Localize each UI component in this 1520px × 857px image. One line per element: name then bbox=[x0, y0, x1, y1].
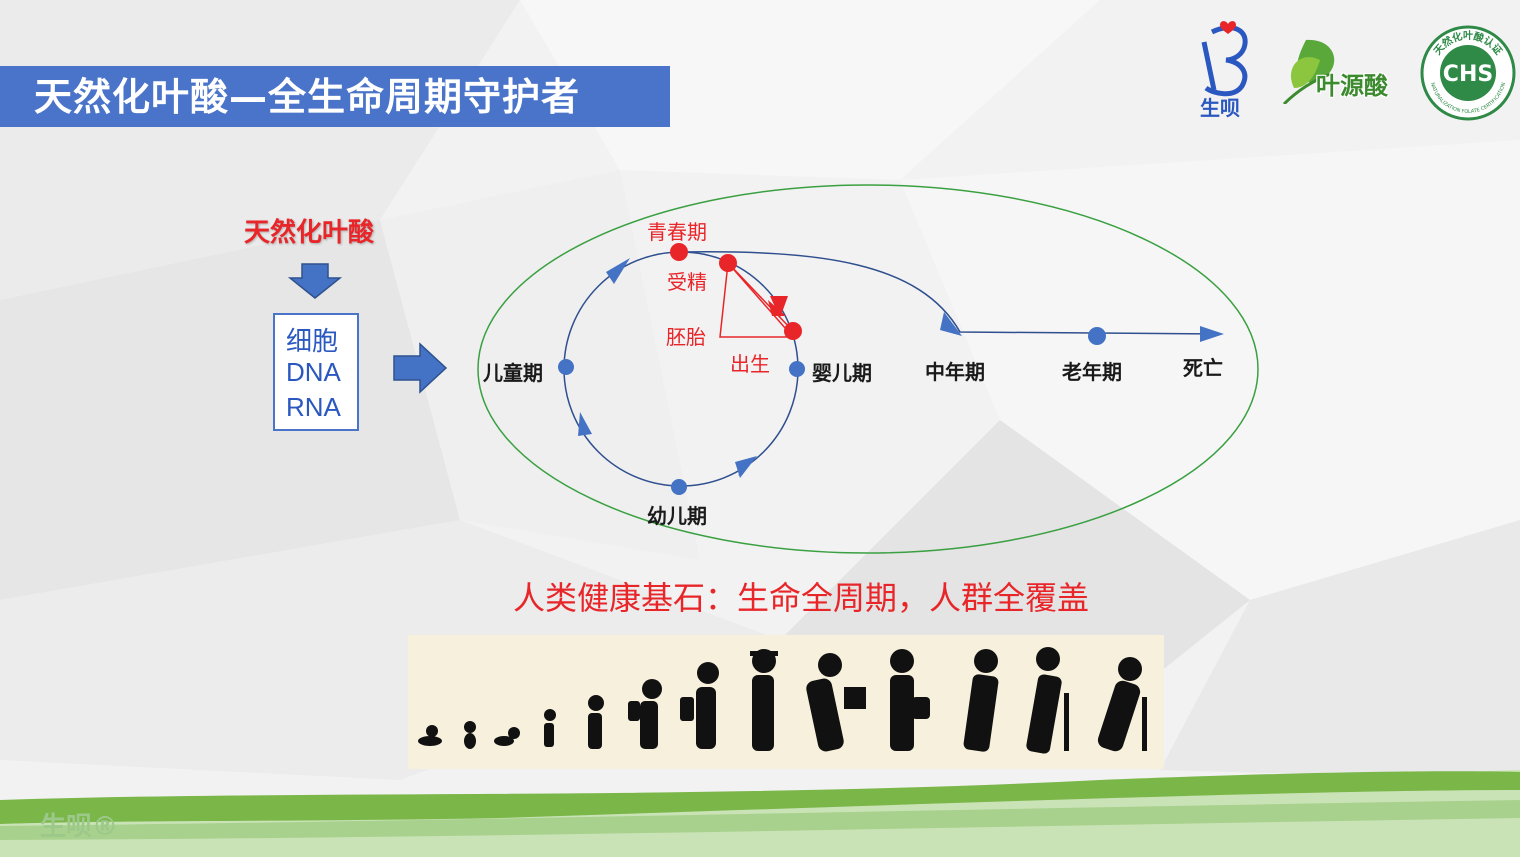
down-arrow-icon bbox=[287, 263, 343, 299]
brand-logo-text: 生呗 bbox=[1200, 96, 1240, 120]
svg-text:CHS: CHS bbox=[1443, 62, 1493, 87]
stage-label-adolescence: 青春期 bbox=[647, 220, 707, 244]
stage-label-middle-age: 中年期 bbox=[925, 360, 985, 384]
source-title: 天然化叶酸 bbox=[244, 218, 375, 248]
right-arrow-icon bbox=[393, 342, 448, 394]
worker-silhouette-icon bbox=[806, 653, 866, 752]
footer-brand: 生呗® bbox=[40, 812, 119, 842]
node-old-age bbox=[1088, 327, 1106, 345]
slogan: 人类健康基石：生命全周期，人群全覆盖 bbox=[513, 579, 1090, 617]
stage-label-old-age: 老年期 bbox=[1062, 360, 1122, 384]
brand-logo bbox=[1201, 21, 1248, 97]
cycle-arrow-left bbox=[578, 412, 592, 436]
newborn-silhouette-icon bbox=[418, 725, 442, 746]
stage-label-childhood: 儿童期 bbox=[483, 361, 543, 385]
dna-line: DNA bbox=[286, 357, 341, 387]
life-stages-silhouette-image bbox=[408, 635, 1164, 769]
page-title: 天然化叶酸—全生命周期守护者 bbox=[34, 75, 581, 119]
rna-line: RNA bbox=[286, 392, 341, 422]
cell-box: 细胞 DNA RNA bbox=[273, 313, 359, 431]
cycle-arrow-bottom-head bbox=[735, 456, 757, 478]
folate-logo-text: 叶源酸 bbox=[1316, 72, 1388, 100]
child-silhouette-icon bbox=[588, 695, 604, 749]
certification-seal-icon: CHS 天然化叶酸认证 NATURALIZATION FOLATE CERTIF… bbox=[1420, 25, 1516, 121]
adult-silhouette-icon bbox=[890, 649, 930, 751]
node-toddler bbox=[671, 479, 687, 495]
aged-silhouette-icon bbox=[1097, 657, 1147, 752]
baby-sitting-silhouette-icon bbox=[464, 721, 476, 749]
folate-logo bbox=[1282, 39, 1335, 104]
cell-line: 细胞 bbox=[286, 326, 339, 356]
baby-crawling-silhouette-icon bbox=[494, 727, 520, 746]
birth-triangle bbox=[719, 261, 795, 338]
node-fertilization bbox=[719, 254, 737, 272]
cycle-arrow-top bbox=[606, 258, 630, 284]
node-infancy bbox=[789, 361, 805, 377]
event-label-fertilization: 受精 bbox=[667, 270, 707, 294]
schoolchild-silhouette-icon bbox=[628, 679, 662, 749]
graduate-silhouette-icon bbox=[750, 649, 778, 751]
event-label-birth: 出生 bbox=[730, 352, 770, 376]
stage-label-infancy: 婴儿期 bbox=[812, 361, 872, 385]
stage-label-death: 死亡 bbox=[1183, 356, 1223, 380]
outer-ellipse bbox=[477, 184, 1259, 554]
toddler-silhouette-icon bbox=[544, 709, 556, 747]
elderly-silhouette-icon bbox=[1026, 647, 1069, 754]
node-childhood bbox=[558, 359, 574, 375]
cycle-exit-path bbox=[680, 251, 1221, 335]
title-bar bbox=[0, 66, 670, 127]
teen-silhouette-icon bbox=[680, 662, 719, 749]
stage-label-toddler: 幼儿期 bbox=[647, 504, 707, 528]
middle-aged-silhouette-icon bbox=[963, 649, 999, 752]
arrow-to-death bbox=[1200, 326, 1224, 342]
node-adolescence bbox=[670, 243, 688, 261]
arrow-to-middle-age bbox=[940, 312, 962, 336]
event-label-embryo: 胚胎 bbox=[666, 325, 706, 349]
node-birth bbox=[784, 322, 802, 340]
